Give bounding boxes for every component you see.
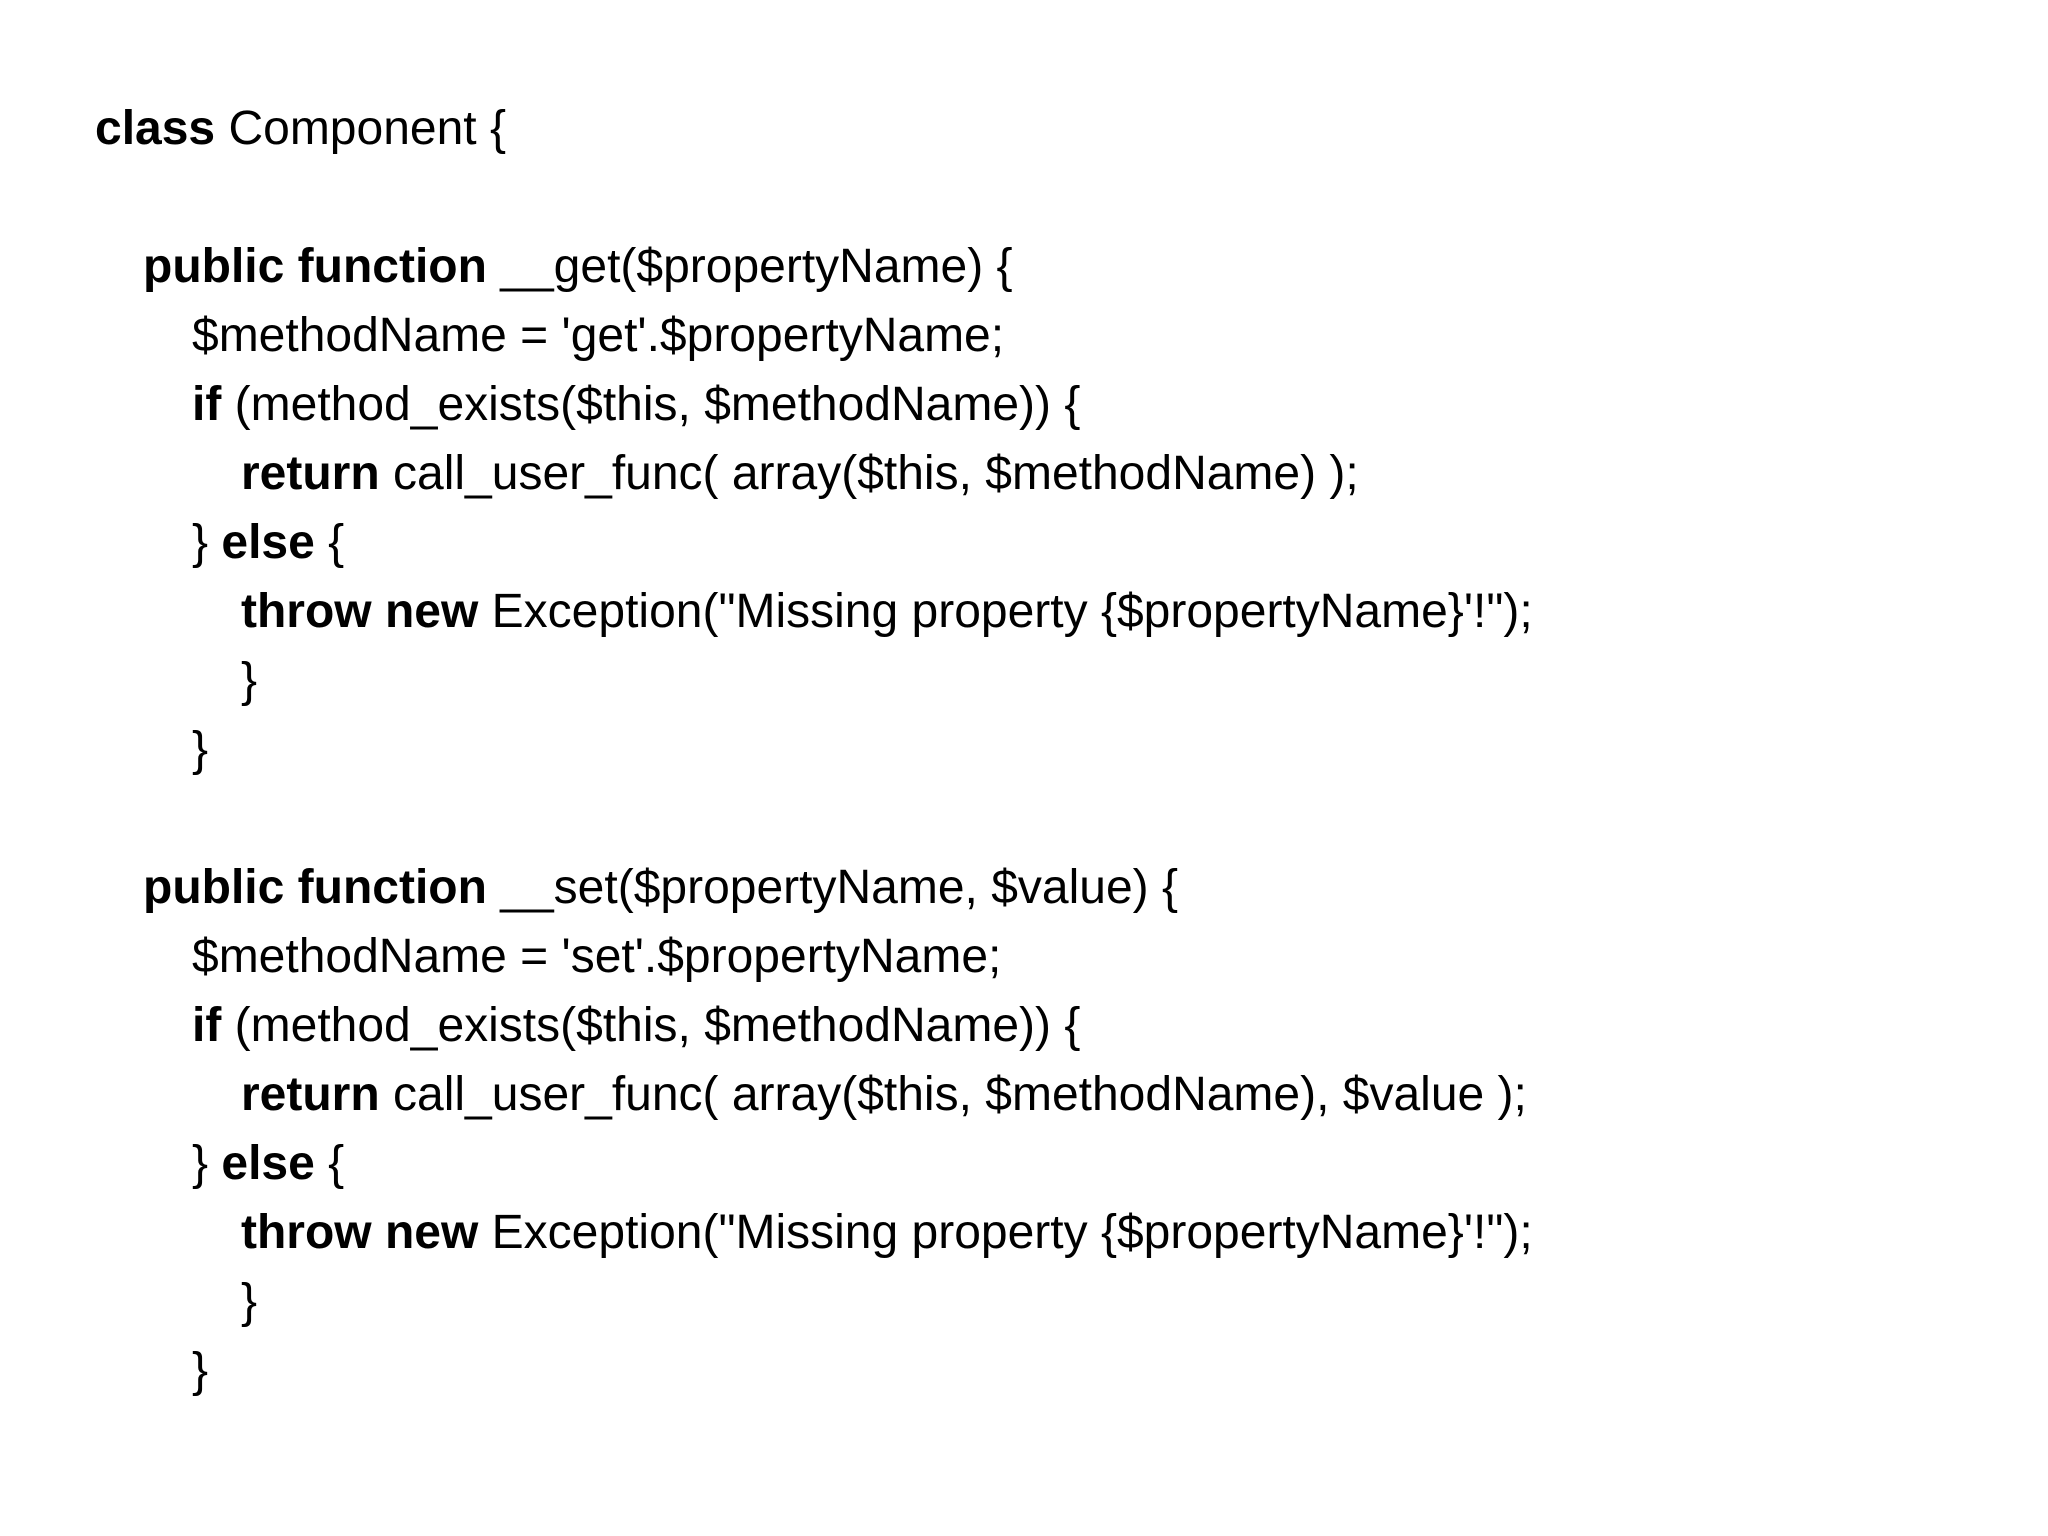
code-line-get-signature: public function __get($propertyName) { — [95, 232, 1533, 301]
code-keyword: class — [95, 102, 216, 155]
code-line-get-else: } else { — [95, 508, 1533, 577]
code-keyword: return — [241, 447, 380, 500]
code-line-get-if: if (method_exists($this, $methodName)) { — [95, 370, 1533, 439]
code-text: } — [192, 1137, 222, 1190]
code-line-set-else: } else { — [95, 1129, 1533, 1198]
code-line-set-if: if (method_exists($this, $methodName)) { — [95, 991, 1533, 1060]
code-text: } — [192, 516, 222, 569]
code-text: $methodName = 'set'.$propertyName; — [192, 930, 1002, 983]
code-line-get-close-function: } — [95, 715, 1533, 784]
code-line-blank — [95, 163, 1533, 232]
code-text: Exception("Missing property {$propertyNa… — [478, 585, 1533, 638]
code-keyword: throw new — [241, 1206, 479, 1259]
code-text: } — [241, 1275, 258, 1328]
code-text: (method_exists($this, $methodName)) { — [221, 999, 1081, 1052]
code-line-set-close-else: } — [95, 1267, 1533, 1336]
code-text: __get($propertyName) { — [486, 240, 1013, 293]
code-keyword: public function — [143, 240, 487, 293]
code-text: call_user_func( array($this, $methodName… — [379, 447, 1359, 500]
code-line-blank — [95, 784, 1533, 853]
code-keyword: return — [241, 1068, 380, 1121]
code-line-set-close-function: } — [95, 1336, 1533, 1405]
code-text: $methodName = 'get'.$propertyName; — [192, 309, 1005, 362]
code-line-get-return: return call_user_func( array($this, $met… — [95, 439, 1533, 508]
code-text: } — [241, 654, 258, 707]
code-line-set-assignment: $methodName = 'set'.$propertyName; — [95, 922, 1533, 991]
code-keyword: else — [221, 1137, 315, 1190]
code-text: Exception("Missing property {$propertyNa… — [478, 1206, 1533, 1259]
code-line-set-return: return call_user_func( array($this, $met… — [95, 1060, 1533, 1129]
code-line-set-signature: public function __set($propertyName, $va… — [95, 853, 1533, 922]
code-keyword: if — [192, 378, 222, 431]
code-text: call_user_func( array($this, $methodName… — [379, 1068, 1527, 1121]
code-keyword: if — [192, 999, 222, 1052]
code-text: __set($propertyName, $value) { — [486, 861, 1178, 914]
code-text: (method_exists($this, $methodName)) { — [221, 378, 1081, 431]
code-line-get-assignment: $methodName = 'get'.$propertyName; — [95, 301, 1533, 370]
code-keyword: throw new — [241, 585, 479, 638]
code-line-get-close-else: } — [95, 646, 1533, 715]
code-text: } — [192, 723, 209, 776]
code-text: { — [314, 1137, 345, 1190]
code-line-class-open: class Component { — [95, 94, 1533, 163]
code-keyword: else — [221, 516, 315, 569]
code-text: Component { — [215, 102, 506, 155]
code-text: } — [192, 1344, 209, 1397]
code-keyword: public function — [143, 861, 487, 914]
code-line-set-throw: throw new Exception("Missing property {$… — [95, 1198, 1533, 1267]
code-text: { — [314, 516, 345, 569]
php-code-block: class Component { public function __get(… — [95, 94, 1533, 1405]
code-line-get-throw: throw new Exception("Missing property {$… — [95, 577, 1533, 646]
